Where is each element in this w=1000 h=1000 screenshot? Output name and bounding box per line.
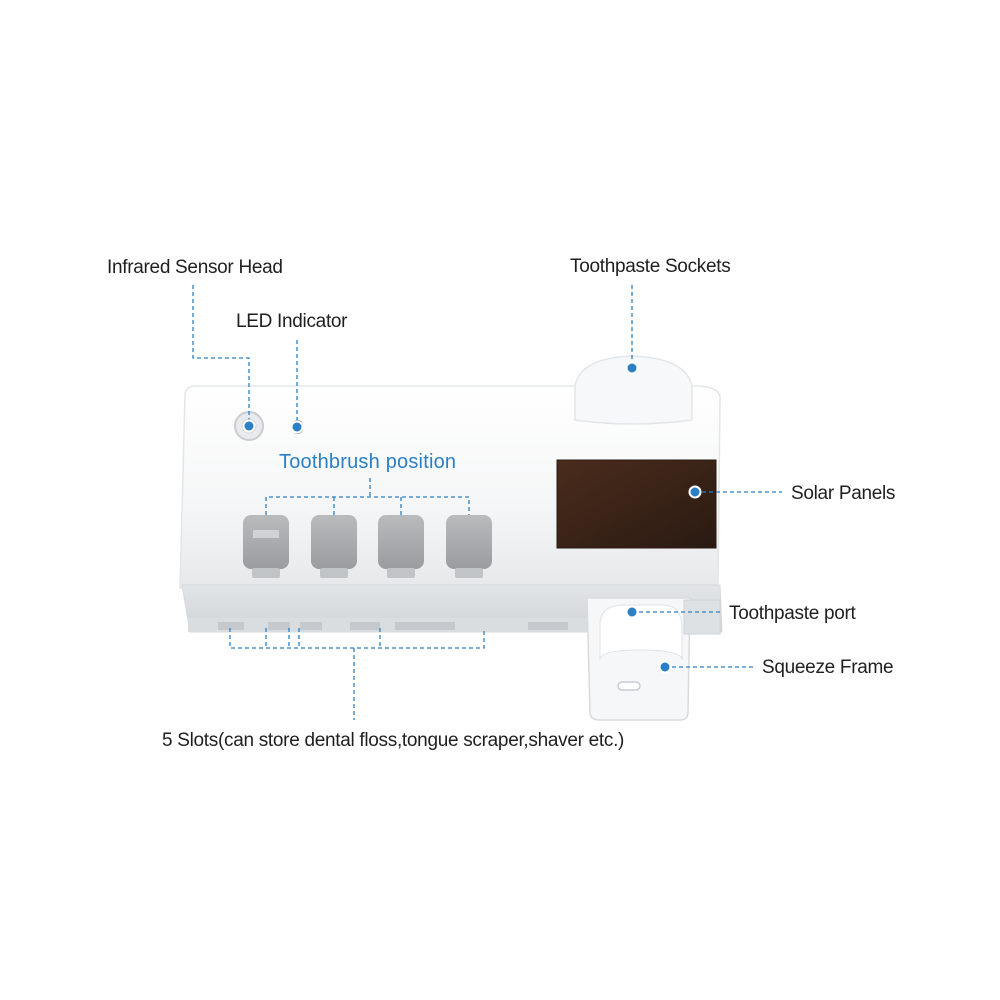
tray-slot-6 [528,622,568,630]
callout-lines [192,285,782,720]
toothpaste-socket-housing [574,355,693,425]
toothbrush-slot-1 [243,515,289,569]
label-infrared-sensor-head: Infrared Sensor Head [107,257,283,278]
callout-dots [242,361,702,674]
dot-squeeze [658,660,672,674]
solar-panel [556,459,717,549]
label-squeeze-frame: Squeeze Frame [762,657,894,678]
label-5-slots: 5 Slots(can store dental floss,tongue sc… [162,730,625,751]
tray-slot-1 [218,622,244,630]
label-toothpaste-port: Toothpaste port [729,603,856,624]
side-tab [683,599,721,635]
tray-slot-5 [395,622,455,630]
label-led-indicator: LED Indicator [236,311,348,332]
dot-infrared [242,419,256,433]
label-solar-panels: Solar Panels [791,483,896,504]
tray-slot-4 [350,622,380,630]
tray-slot-3 [300,622,322,630]
dot-port [625,605,639,619]
label-toothbrush-position: Toothbrush position [279,451,457,473]
toothbrush-slot-4 [446,515,492,569]
dot-sockets [625,361,639,375]
tray-slot-2 [268,622,290,630]
toothbrush-slot-2 [311,515,357,569]
toothbrush-slot-3 [378,515,424,569]
dot-led [290,420,304,434]
label-toothpaste-sockets: Toothpaste Sockets [570,256,731,277]
dot-solar [688,485,702,499]
